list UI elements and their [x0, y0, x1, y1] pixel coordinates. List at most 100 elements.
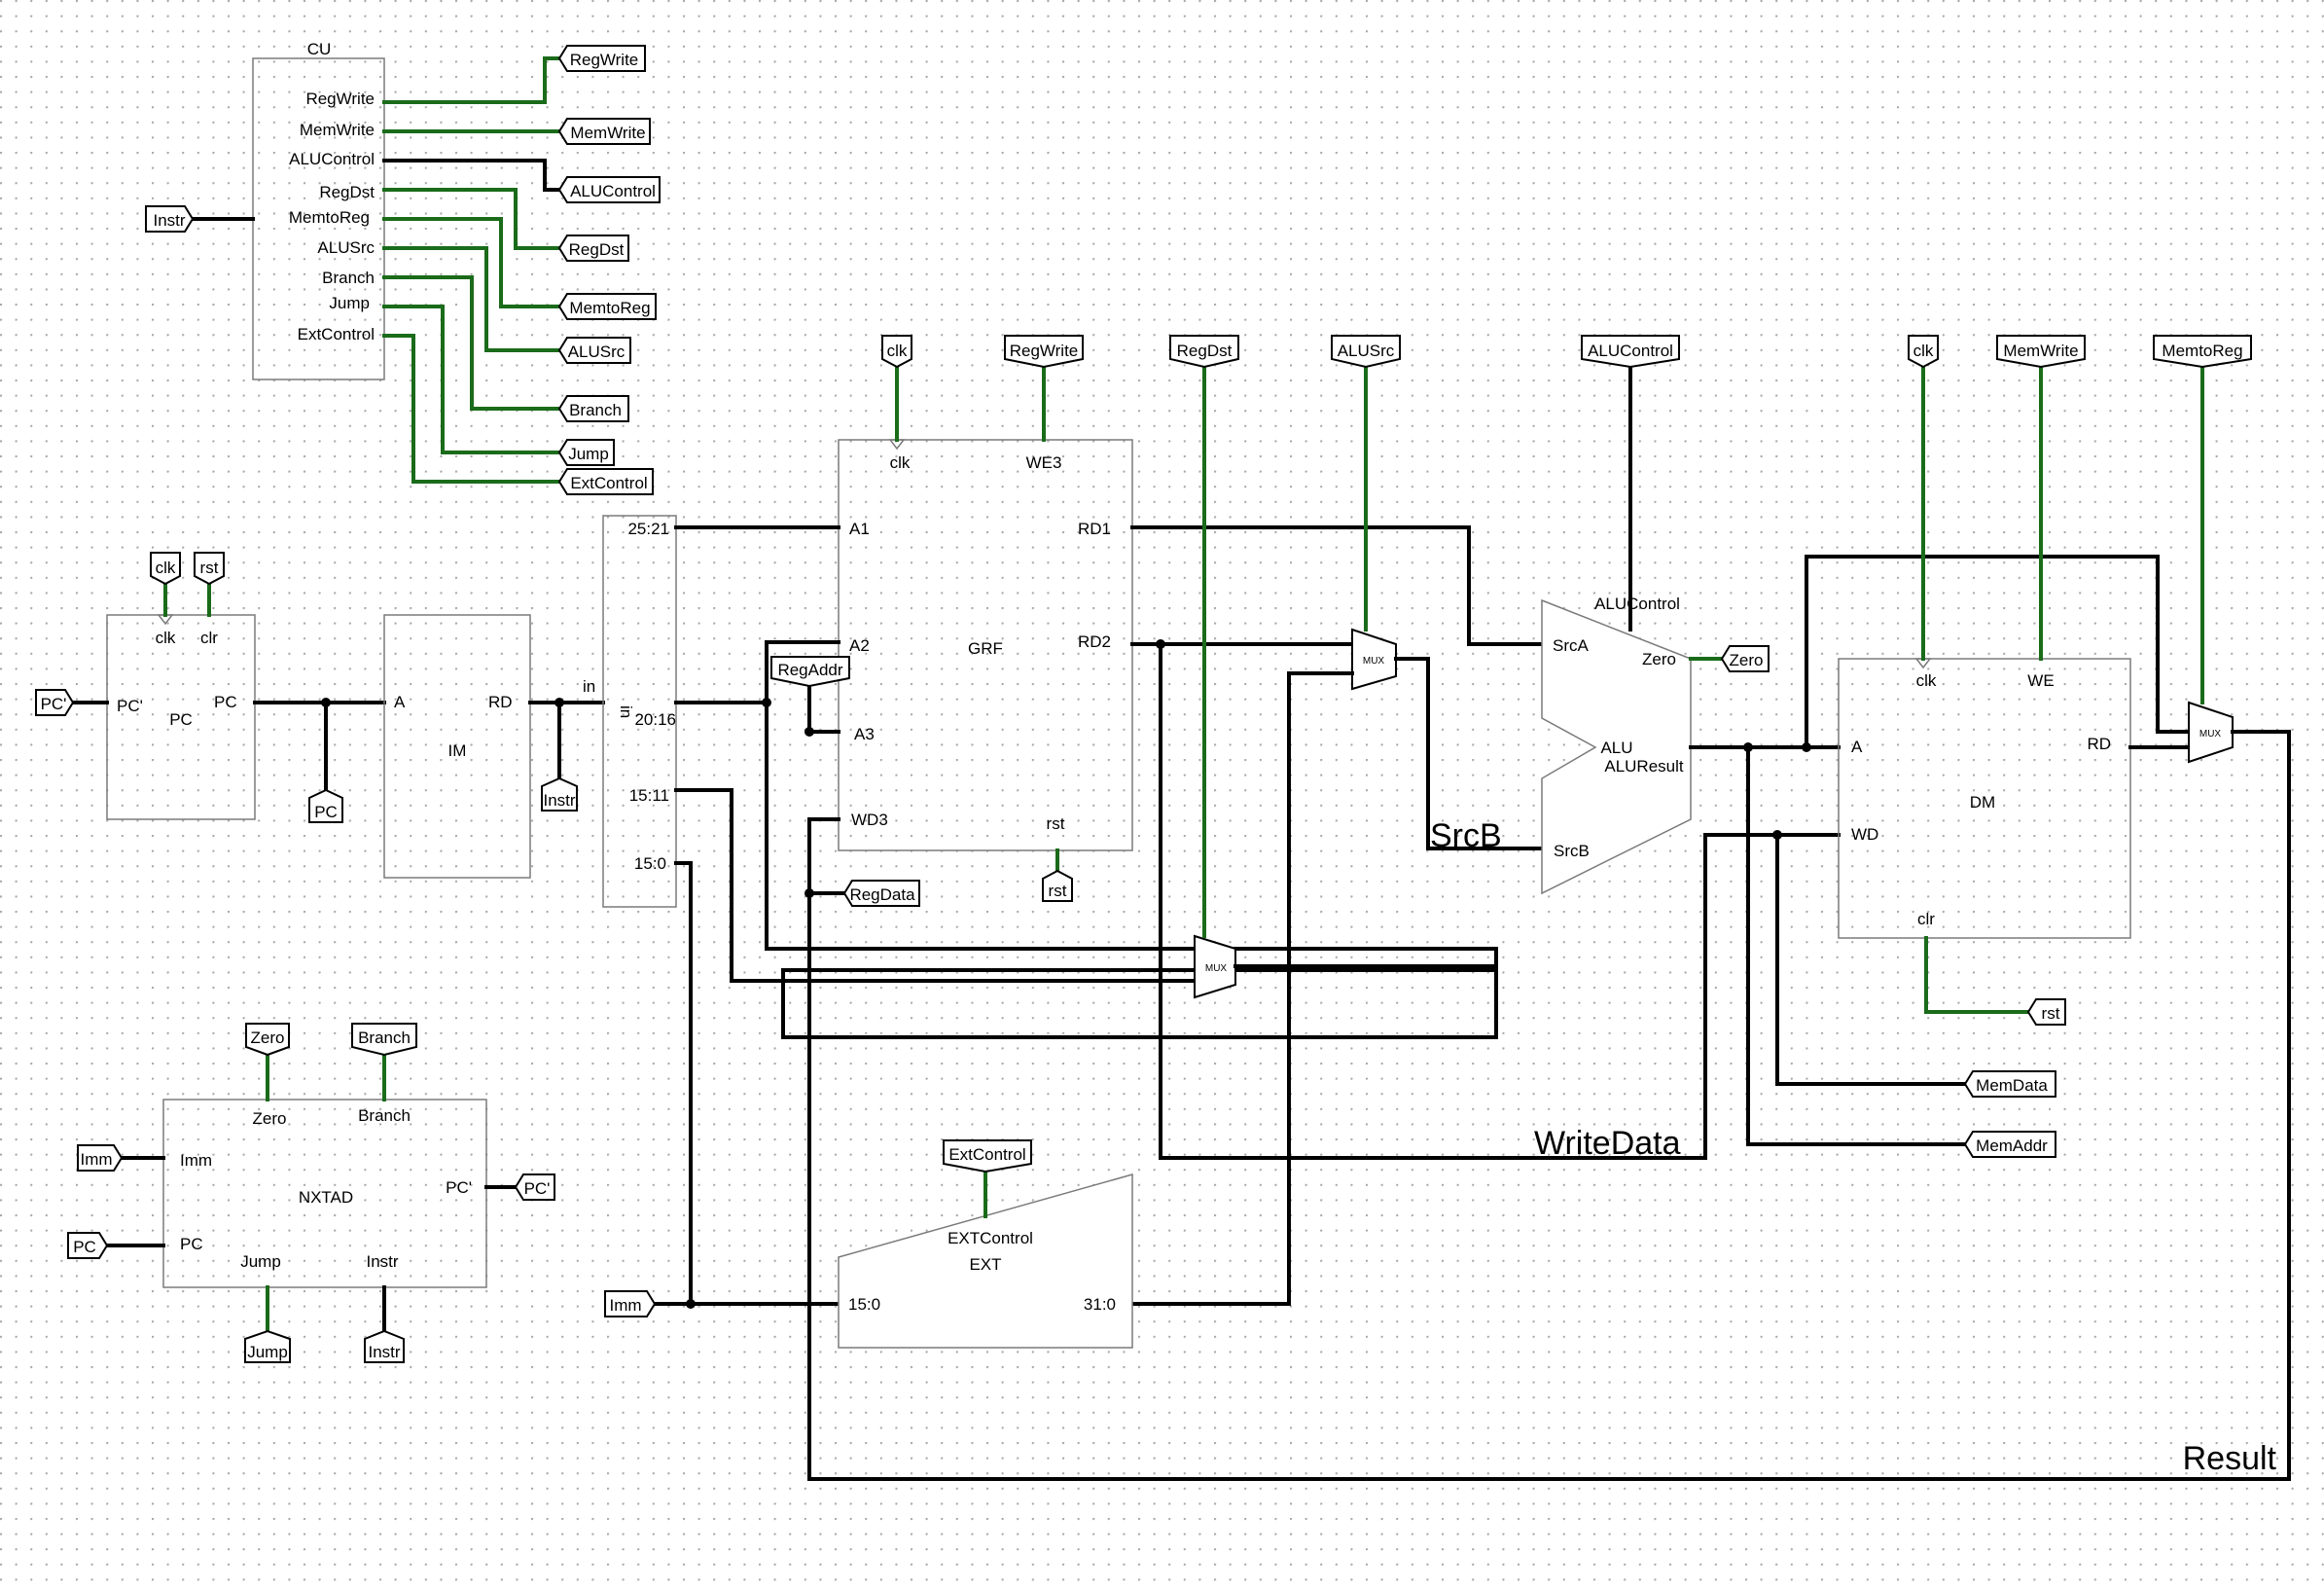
svg-text:PC: PC: [214, 693, 237, 711]
svg-text:RegAddr: RegAddr: [777, 661, 842, 679]
svg-text:Branch: Branch: [569, 401, 622, 419]
memtoreg-mux[interactable]: MUX: [2188, 701, 2234, 764]
tunnel-clk-pc[interactable]: clk: [150, 552, 181, 586]
svg-text:Zero: Zero: [251, 1029, 285, 1047]
svg-text:PC': PC': [524, 1179, 551, 1198]
svg-text:A2: A2: [849, 636, 870, 655]
tunnel-memaddr[interactable]: MemAddr: [1963, 1131, 2056, 1158]
tunnel-pc-nxtad[interactable]: PC: [67, 1232, 109, 1259]
writedata-wire-label: WriteData: [1534, 1125, 1681, 1162]
svg-text:Imm: Imm: [80, 1150, 112, 1169]
svg-text:Zero: Zero: [253, 1109, 287, 1128]
pc-register[interactable]: clk clr PC' PC PC: [106, 614, 256, 820]
tunnel-rst-grf[interactable]: rst: [1042, 869, 1073, 902]
tunnel-rst-pc[interactable]: rst: [194, 552, 225, 586]
svg-text:PC: PC: [314, 803, 338, 821]
svg-text:ALUControl: ALUControl: [570, 182, 656, 200]
dm-wires: [1921, 363, 2191, 1014]
svg-text:RD1: RD1: [1078, 520, 1111, 538]
instruction-splitter[interactable]: in in 25:21 20:16 15:11 15:0: [583, 515, 677, 908]
tunnel-instr-nxtad[interactable]: Instr: [364, 1329, 405, 1363]
tunnel-pc-out[interactable]: PC: [308, 788, 343, 823]
tunnel-zero-nxtad[interactable]: Zero: [245, 1023, 290, 1057]
regdst-mux[interactable]: MUX: [1194, 934, 1236, 999]
tunnel-memwrite-dm[interactable]: MemWrite: [1996, 335, 2086, 369]
tunnel-regdst-grf[interactable]: RegDst: [1169, 335, 1239, 369]
tunnel-clk-dm[interactable]: clk: [1908, 335, 1939, 369]
tunnel-regaddr[interactable]: RegAddr: [770, 656, 850, 688]
svg-text:Imm: Imm: [609, 1296, 641, 1315]
svg-text:SrcA: SrcA: [1553, 636, 1590, 655]
svg-text:ALU: ALU: [1600, 739, 1632, 757]
tunnel-extcontrol-cu[interactable]: ExtControl: [557, 468, 654, 495]
tunnel-extcontrol[interactable]: ExtControl: [943, 1139, 1032, 1173]
im-wires: [528, 698, 605, 780]
svg-text:Instr: Instr: [366, 1252, 398, 1271]
tunnel-alusrc-cu[interactable]: ALUSrc: [557, 337, 631, 364]
tunnel-jump-nxtad[interactable]: Jump: [244, 1329, 291, 1363]
tunnel-rst-dm[interactable]: rst: [2026, 998, 2066, 1026]
alu[interactable]: ALUControl SrcA SrcB Zero ALU ALUResult: [1541, 595, 1692, 895]
cu-port-memtoreg: MemtoReg: [289, 208, 370, 227]
tunnel-imm-nxtad[interactable]: Imm: [77, 1144, 124, 1172]
tunnel-zero-alu[interactable]: Zero: [1720, 645, 1770, 672]
tunnel-alucontrol[interactable]: ALUControl: [1581, 335, 1680, 369]
svg-text:Jump: Jump: [240, 1252, 281, 1271]
svg-text:ExtControl: ExtControl: [570, 474, 647, 492]
svg-text:MemWrite: MemWrite: [2003, 342, 2078, 360]
tunnel-regwrite-cu[interactable]: RegWrite: [557, 45, 646, 72]
tunnel-jump-cu[interactable]: Jump: [557, 439, 615, 466]
tunnel-pcprime-in[interactable]: PC': [35, 689, 75, 716]
svg-text:PC': PC': [41, 695, 67, 713]
svg-text:clk: clk: [890, 453, 911, 472]
register-file[interactable]: clk WE3 A1 A2 A3 WD3 rst RD1 RD2 GRF: [838, 439, 1133, 851]
tunnel-branch-cu[interactable]: Branch: [557, 395, 629, 422]
data-memory[interactable]: clk WE A WD RD DM clr: [1838, 658, 2131, 939]
svg-text:NXTAD: NXTAD: [299, 1188, 353, 1207]
tunnel-pcprime-nxtad[interactable]: PC': [514, 1173, 555, 1201]
tunnel-regwrite-grf[interactable]: RegWrite: [1004, 335, 1084, 369]
instruction-memory[interactable]: A RD IM: [383, 614, 531, 879]
svg-text:Instr: Instr: [543, 791, 575, 810]
tunnel-memdata[interactable]: MemData: [1963, 1070, 2056, 1098]
tunnel-alucontrol-cu[interactable]: ALUControl: [557, 176, 661, 203]
svg-text:20:16: 20:16: [634, 710, 676, 729]
svg-text:ALUControl: ALUControl: [1588, 342, 1673, 360]
svg-text:25:21: 25:21: [627, 520, 669, 538]
svg-text:RegData: RegData: [849, 885, 915, 904]
tunnel-imm[interactable]: Imm: [604, 1290, 657, 1317]
control-unit[interactable]: CU RegWrite MemWrite ALUControl RegDst M…: [252, 40, 385, 380]
svg-text:DM: DM: [1970, 793, 1995, 812]
svg-text:WE3: WE3: [1026, 453, 1062, 472]
svg-text:Jump: Jump: [568, 445, 609, 463]
tunnel-regdata[interactable]: RegData: [842, 880, 920, 907]
tunnel-regdst-cu[interactable]: RegDst: [557, 235, 629, 262]
svg-text:MemAddr: MemAddr: [1976, 1137, 2048, 1155]
svg-text:Instr: Instr: [368, 1343, 400, 1361]
alusrc-mux[interactable]: MUX: [1351, 628, 1397, 691]
svg-text:MUX: MUX: [1363, 656, 1385, 667]
svg-text:Zero: Zero: [1730, 651, 1764, 669]
tunnel-instr-im[interactable]: Instr: [541, 776, 578, 812]
cu-port-jump: Jump: [329, 294, 370, 312]
tunnel-branch-nxtad[interactable]: Branch: [351, 1023, 417, 1057]
svg-text:MUX: MUX: [1205, 963, 1228, 974]
memtoreg-mux-wires: [2200, 363, 2291, 734]
tunnel-memtoreg[interactable]: MemtoReg: [2153, 335, 2252, 369]
tunnel-alusrc[interactable]: ALUSrc: [1331, 335, 1401, 369]
next-address-unit[interactable]: Zero Branch Imm PC PC' NXTAD Jump Instr: [162, 1099, 487, 1288]
svg-text:PC: PC: [180, 1235, 203, 1253]
svg-text:IM: IM: [448, 741, 467, 760]
tunnel-instr-cu[interactable]: Instr: [145, 205, 195, 233]
sign-extender[interactable]: EXTControl EXT 15:0 31:0: [838, 1173, 1133, 1349]
tunnel-clk-grf[interactable]: clk: [881, 335, 912, 369]
tunnel-memwrite-cu[interactable]: MemWrite: [557, 118, 651, 145]
svg-text:MemtoReg: MemtoReg: [2162, 342, 2242, 360]
svg-text:RD: RD: [488, 693, 513, 711]
cu-port-memwrite: MemWrite: [300, 121, 375, 139]
svg-text:MUX: MUX: [2199, 729, 2222, 740]
svg-text:RegDst: RegDst: [569, 240, 625, 259]
tunnel-memtoreg-cu[interactable]: MemtoReg: [557, 293, 657, 320]
